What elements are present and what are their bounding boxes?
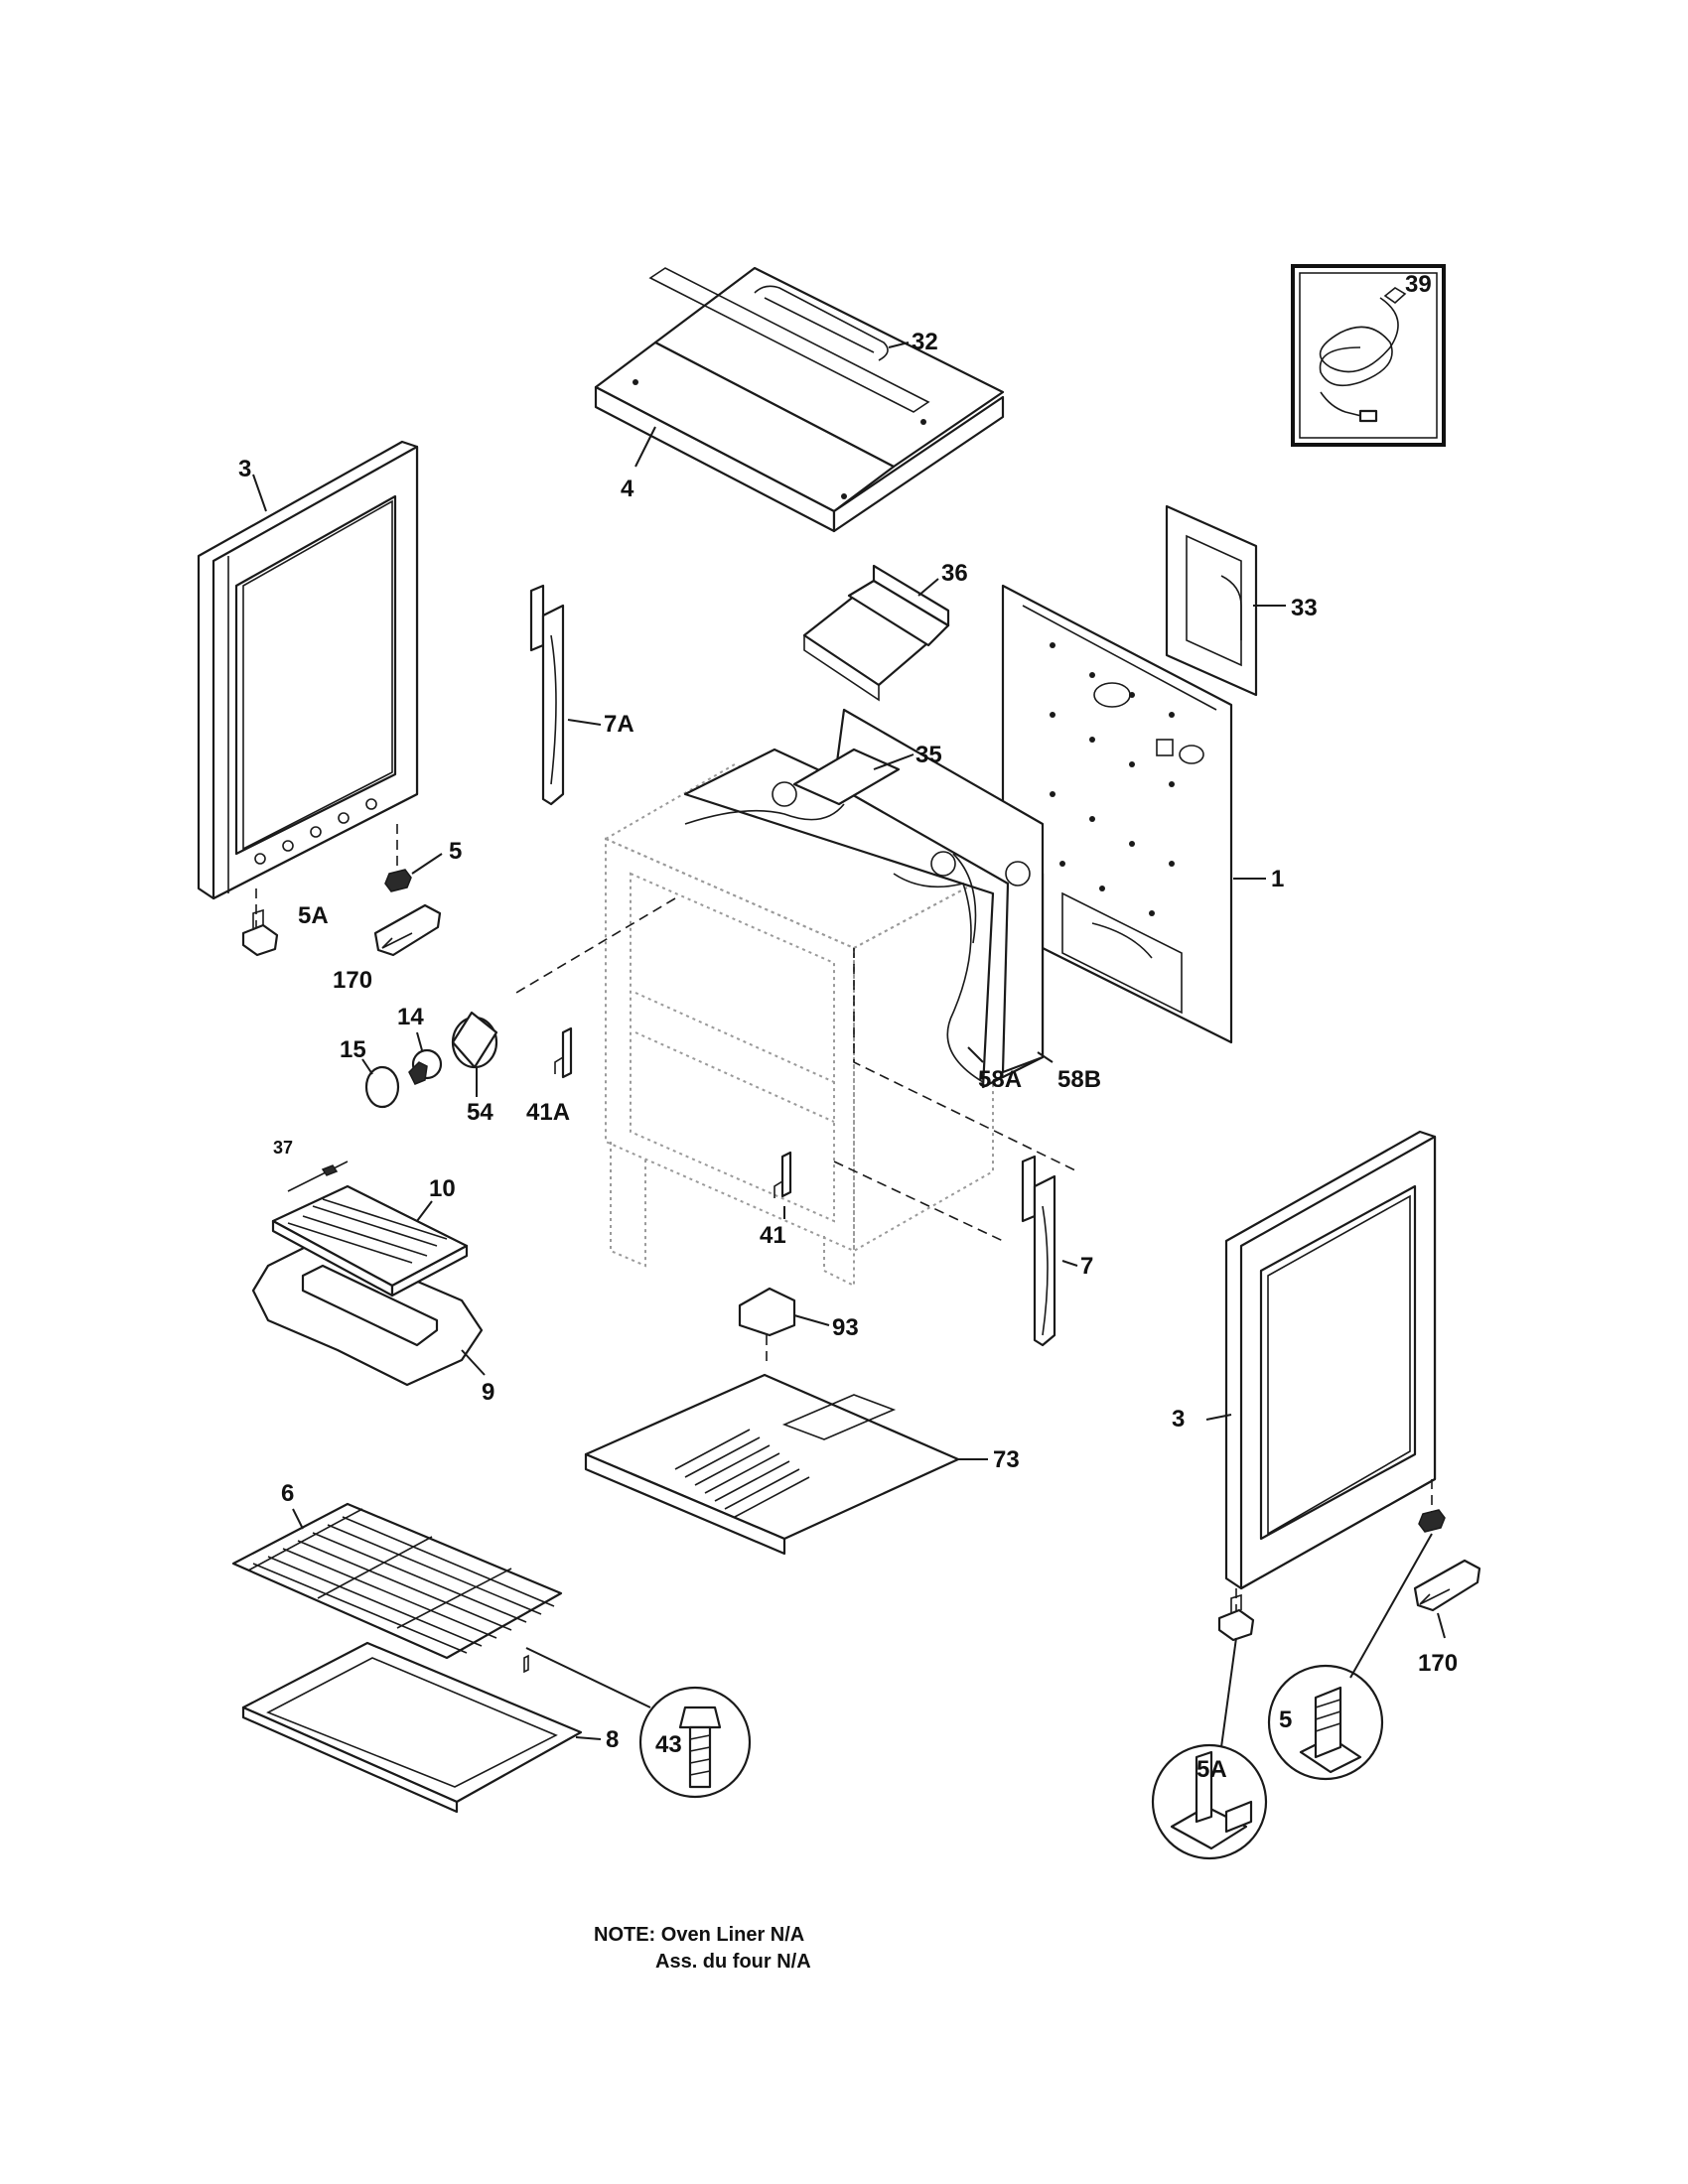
left-side-panel: 3 <box>197 440 419 900</box>
callout-58A: 58A <box>978 1066 1022 1093</box>
note-block: NOTE: Oven Liner N/A Ass. du four N/A <box>594 1924 811 1973</box>
callout-14: 14 <box>397 1004 424 1030</box>
bracket-41: 41 <box>760 1151 792 1249</box>
callout-35: 35 <box>915 742 942 768</box>
part-93: 93 <box>738 1287 859 1365</box>
callout-7: 7 <box>1080 1253 1093 1280</box>
callout-33: 33 <box>1291 595 1318 621</box>
callout-93: 93 <box>832 1314 859 1341</box>
callout-37: 37 <box>273 1138 293 1158</box>
hinge-7A: 7A <box>529 584 634 806</box>
callout-3-right: 3 <box>1172 1406 1185 1433</box>
callout-36: 36 <box>941 560 968 587</box>
callout-170-left: 170 <box>333 967 372 994</box>
callout-4: 4 <box>621 476 634 502</box>
note-line-1: NOTE: Oven Liner N/A <box>594 1924 804 1946</box>
callout-7A: 7A <box>604 711 634 738</box>
callout-32: 32 <box>912 329 938 355</box>
callout-5A-right: 5A <box>1196 1756 1227 1783</box>
callout-43: 43 <box>655 1731 682 1758</box>
callout-58B: 58B <box>1057 1066 1101 1093</box>
callout-6: 6 <box>281 1480 294 1507</box>
callout-8: 8 <box>606 1726 619 1753</box>
sensor-37: 37 <box>273 1138 349 1192</box>
oven-cavity-and-insulation: 35 58A 58B <box>515 708 1101 1288</box>
screw-43-detail: 43 <box>523 1647 752 1799</box>
callout-170-right: 170 <box>1418 1650 1458 1677</box>
callout-3-left: 3 <box>238 456 251 482</box>
back-cover-33: 33 <box>1165 504 1318 697</box>
callout-39: 39 <box>1405 271 1432 298</box>
callout-73: 73 <box>993 1446 1020 1473</box>
callout-5-right: 5 <box>1279 1706 1292 1733</box>
callout-1: 1 <box>1271 866 1284 892</box>
oven-rack-6: 6 <box>231 1480 563 1660</box>
hinge-7: 7 <box>1021 1155 1093 1347</box>
vent-duct-36: 36 <box>802 560 968 702</box>
callout-9: 9 <box>482 1379 494 1406</box>
leveling-parts-right: 170 5 5A <box>1151 1479 1481 1860</box>
callout-41: 41 <box>760 1222 786 1249</box>
callout-10: 10 <box>429 1175 456 1202</box>
leveling-parts-left: 5A 5 170 <box>241 824 462 994</box>
callout-5A-left: 5A <box>298 902 329 929</box>
callout-15: 15 <box>340 1036 366 1063</box>
oven-bottom-tray-8: 8 <box>241 1641 619 1814</box>
bottom-panel-73: 73 <box>584 1373 1020 1556</box>
power-cord-inset: 39 <box>1291 264 1446 447</box>
oven-lamp-assembly: 14 15 54 <box>340 1004 498 1126</box>
callout-41A: 41A <box>526 1099 570 1126</box>
note-line-2: Ass. du four N/A <box>655 1951 811 1973</box>
broil-pan-assembly: 10 9 <box>251 1175 494 1406</box>
bracket-41A: 41A <box>526 1026 573 1126</box>
callout-54: 54 <box>467 1099 493 1126</box>
callout-5-left: 5 <box>449 838 462 865</box>
top-frame-assembly: 32 4 <box>594 266 1005 533</box>
right-side-panel: 3 <box>1172 1130 1437 1590</box>
